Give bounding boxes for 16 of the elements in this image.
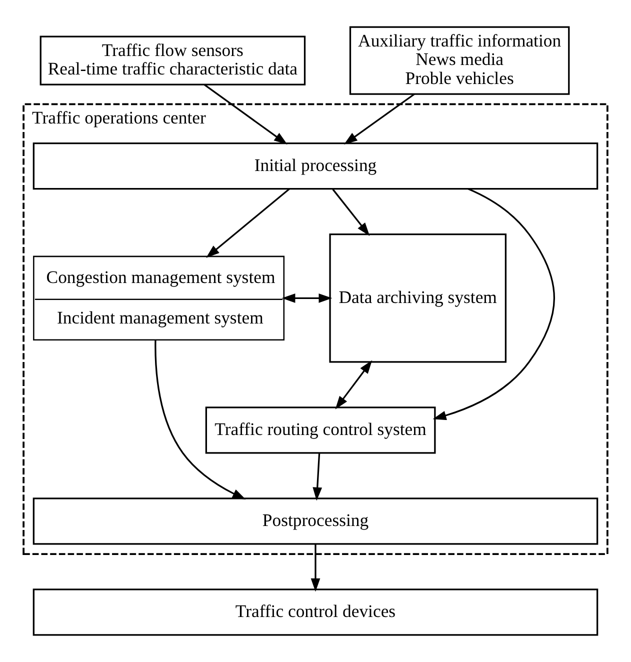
- node-box: Postprocessing: [32, 498, 598, 545]
- arrow: [310, 544, 320, 592]
- arrow: [154, 340, 246, 500]
- node-box: Auxiliary traffic information News media Proble vehicles: [349, 26, 570, 95]
- arrow: [312, 453, 322, 501]
- node-box: Data archiving system: [329, 234, 507, 363]
- arrow: [206, 188, 290, 258]
- arrow: [332, 188, 370, 236]
- arrow: [282, 293, 332, 303]
- arrow: [335, 360, 372, 410]
- arrow: [432, 188, 555, 420]
- node-box: Initial processing: [32, 142, 598, 190]
- node-box: Traffic flow sensors Real-time traffic characteristic data: [40, 36, 306, 86]
- arrow: [344, 93, 415, 144]
- node-box: Traffic control devices: [32, 588, 598, 636]
- node-box: Traffic routing control system: [205, 406, 436, 454]
